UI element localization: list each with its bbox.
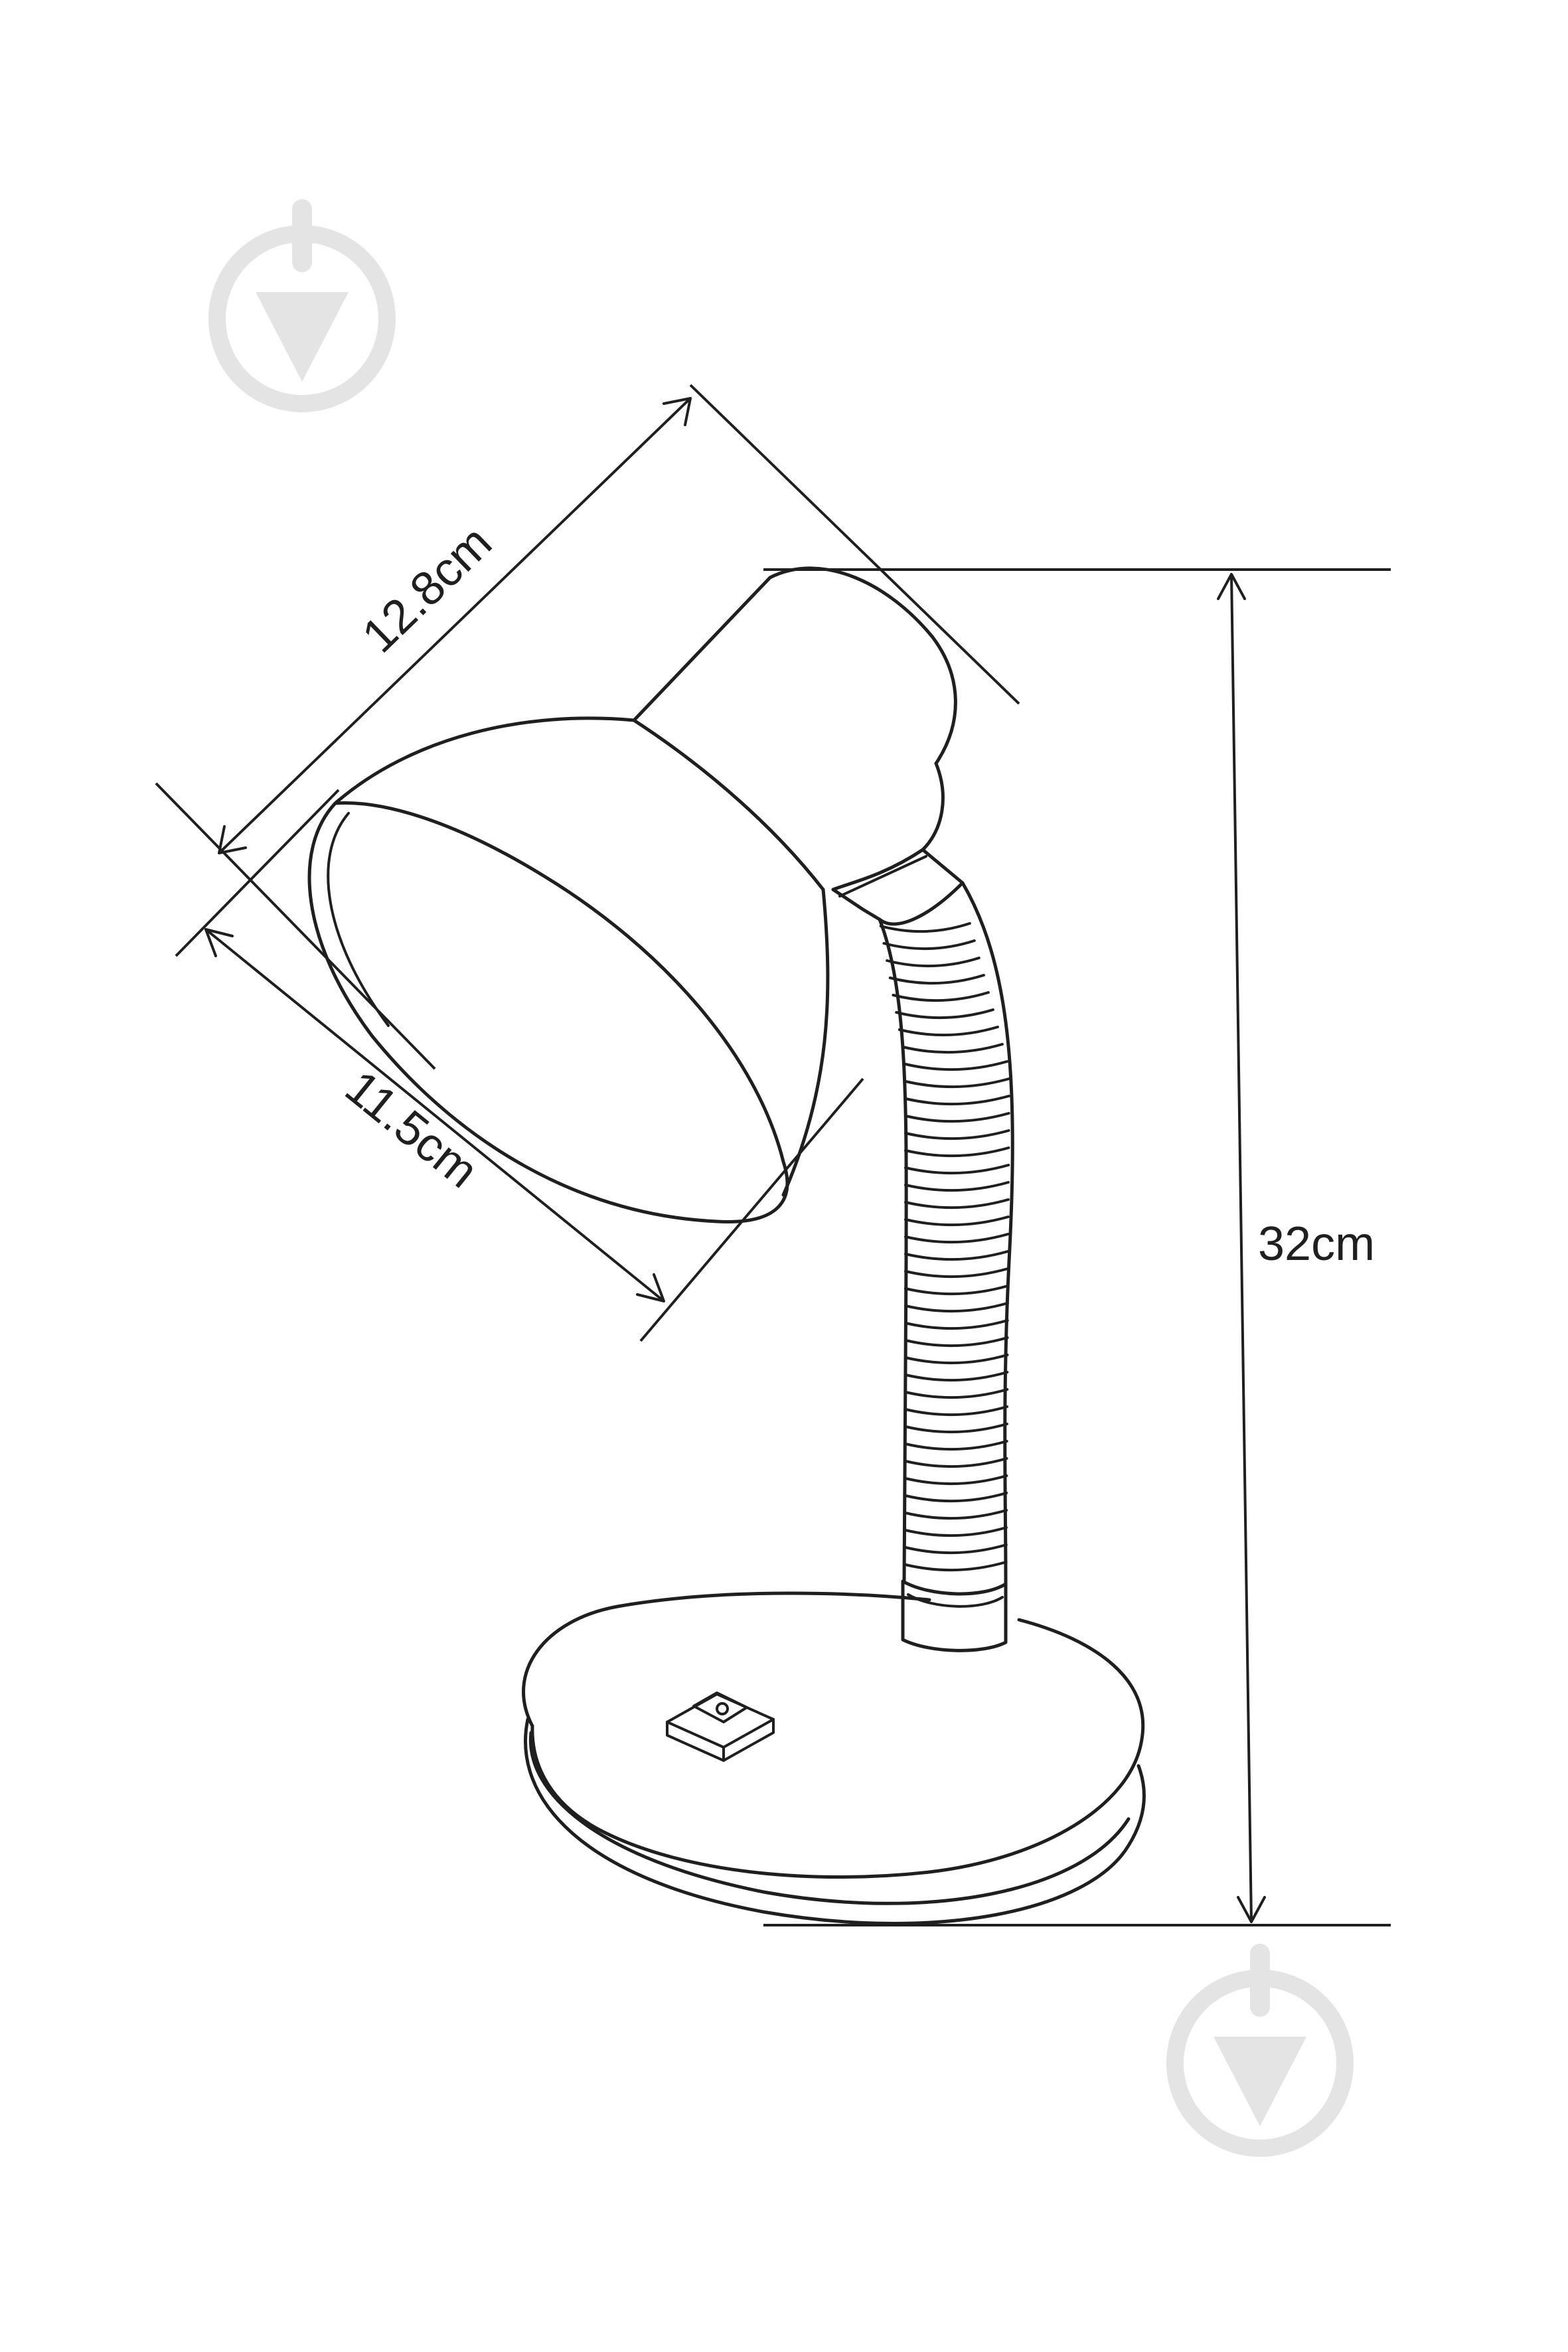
lamp-height-label: 32cm <box>1258 1217 1375 1271</box>
coil-ring <box>888 974 985 985</box>
coil-ring <box>904 1233 1010 1244</box>
lamp-base <box>522 1591 1146 1925</box>
coil-ring <box>904 1354 1009 1365</box>
arrowhead-icon <box>204 928 234 957</box>
coil-ring <box>901 1043 1004 1054</box>
coil-ring <box>892 991 990 1002</box>
watermark-top-icon <box>208 199 396 412</box>
coil-ring <box>904 1129 1010 1140</box>
arrowhead-icon <box>1217 573 1246 600</box>
coil-ring <box>904 1509 1008 1520</box>
coil-ring <box>904 1095 1010 1106</box>
coil-ring <box>904 1198 1010 1210</box>
coil-ring <box>904 1423 1008 1434</box>
coil-ring <box>904 1543 1008 1555</box>
coil-ring <box>904 1250 1010 1261</box>
coil-ring <box>904 1319 1009 1330</box>
shade-length-label: 12.8cm <box>353 516 502 663</box>
coil-ring <box>904 1474 1008 1486</box>
power-switch-icon <box>666 1691 775 1762</box>
coil-ring <box>904 1336 1009 1348</box>
coil-ring <box>904 1371 1009 1382</box>
coil-ring <box>904 1492 1008 1503</box>
coil-ring <box>904 1112 1010 1123</box>
dimension-shade-diameter: 11.5cm <box>175 789 864 1342</box>
dimension-lamp-height: 32cm <box>763 568 1391 1926</box>
arrowhead-icon <box>1237 1896 1266 1923</box>
coil-ring <box>904 1060 1008 1071</box>
arrowhead-icon <box>218 825 247 854</box>
lamp-drawing <box>307 566 1146 1925</box>
coil-ring <box>879 922 971 933</box>
coil-ring <box>904 1267 1010 1279</box>
coil-ring <box>904 1181 1010 1192</box>
coil-ring <box>882 939 976 951</box>
coil-ring <box>904 1164 1010 1175</box>
coil-ring <box>904 1526 1008 1537</box>
coil-ring <box>904 1440 1008 1451</box>
coil-ring <box>904 1405 1008 1417</box>
arrowhead-icon <box>636 1273 665 1302</box>
coil-ring <box>904 1215 1010 1227</box>
coil-ring <box>904 1077 1010 1089</box>
coil-ring <box>898 1026 999 1037</box>
coil-ring <box>904 1561 1008 1572</box>
dimension-shade-length: 12.8cm <box>155 384 1020 1070</box>
coil-ring <box>904 1302 1009 1313</box>
coil-ring <box>895 1008 994 1020</box>
coil-ring <box>904 1388 1009 1399</box>
arrowhead-icon <box>663 397 692 426</box>
coil-ring <box>904 1457 1008 1468</box>
gooseneck-coils <box>879 922 1010 1572</box>
coil-ring <box>886 957 980 968</box>
watermark-bottom-icon <box>1166 1944 1354 2157</box>
neck-collar <box>901 1579 1008 1652</box>
coil-ring <box>904 1146 1010 1158</box>
gooseneck <box>878 881 1014 1585</box>
coil-ring <box>904 1285 1010 1296</box>
